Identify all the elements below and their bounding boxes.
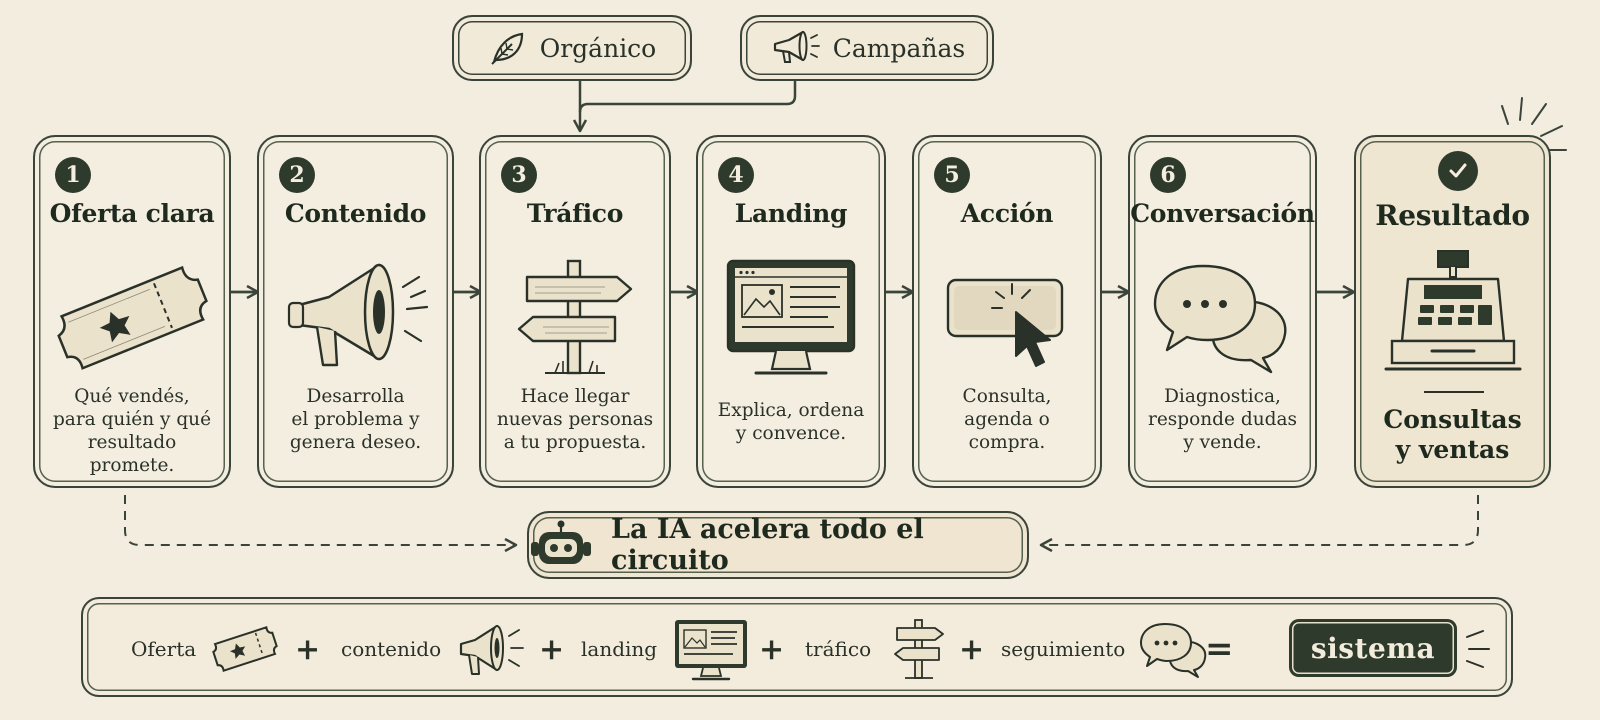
- step-title: Acción: [960, 199, 1054, 228]
- ai-banner: La IA acelera todo el circuito: [527, 511, 1029, 579]
- formula-item-label: seguimiento: [1001, 637, 1126, 661]
- result-card: Resultado Consultas y ventas: [1354, 135, 1551, 488]
- leaf-icon: [488, 28, 528, 68]
- step-title: Landing: [734, 199, 848, 228]
- step-number-badge: 6: [1150, 157, 1186, 193]
- formula-item-label: Oferta: [131, 637, 197, 661]
- formula-item-label: landing: [581, 637, 658, 661]
- monitor-icon: [671, 614, 751, 684]
- step-title: Contenido: [284, 199, 427, 228]
- signpost-icon: [505, 247, 645, 387]
- plus-sign: +: [759, 631, 785, 667]
- step-card-6: 6 Conversación Diagnostica, responde dud…: [1128, 135, 1317, 488]
- formula-item-seguimiento: seguimiento: [1001, 599, 1211, 699]
- step-card-1: 1 Oferta clara Qué vendés, para quién y …: [33, 135, 231, 488]
- sistema-label: sistema: [1310, 631, 1436, 665]
- step-description: Explica, ordena y convence.: [717, 400, 865, 444]
- step-description: Hace llegar nuevas personas a tu propues…: [496, 386, 654, 453]
- step-number-badge: 2: [279, 157, 315, 193]
- source-organico: Orgánico: [452, 15, 692, 81]
- source-organico-label: Orgánico: [539, 33, 657, 63]
- chat-bubbles-icon: [1137, 618, 1211, 680]
- step-number-badge: 3: [501, 157, 537, 193]
- source-campanas: Campañas: [740, 15, 994, 81]
- robot-icon: [529, 520, 593, 570]
- step-number-badge: 1: [55, 157, 91, 193]
- step-title: Conversación: [1130, 199, 1315, 228]
- formula-item-oferta: Oferta: [131, 599, 280, 699]
- ticket-icon: [47, 252, 217, 382]
- formula-item-label: contenido: [341, 637, 442, 661]
- step-description: Qué vendés, para quién y qué resultado p…: [52, 386, 212, 476]
- source-campanas-label: Campañas: [832, 33, 966, 63]
- sparkle-lines: [1466, 630, 1490, 668]
- step-title: Tráfico: [526, 199, 624, 228]
- plus-sign: +: [959, 631, 985, 667]
- cash-register-icon: [1378, 245, 1528, 385]
- step-card-5: 5 Acción Consulta, agenda o compra.: [912, 135, 1102, 488]
- formula-item-landing: landing: [581, 599, 751, 699]
- plus-sign: +: [295, 631, 321, 667]
- monitor-icon: [716, 247, 866, 387]
- step-card-3: 3 Tráfico Hace llegar nuevas personas a …: [479, 135, 671, 488]
- megaphone-icon: [769, 28, 821, 68]
- signpost-icon: [889, 614, 949, 684]
- chat-bubbles-icon: [1143, 252, 1303, 382]
- click-button-icon: [932, 252, 1082, 382]
- result-description: Consultas y ventas: [1383, 405, 1522, 464]
- step-description: Consulta, agenda o compra.: [962, 386, 1052, 453]
- megaphone-icon: [271, 247, 441, 387]
- megaphone-icon: [451, 616, 529, 682]
- step-title: Oferta clara: [49, 199, 215, 228]
- step-number-badge: 5: [934, 157, 970, 193]
- formula-bar: Oferta + contenido + lan: [81, 597, 1513, 697]
- formula-item-trafico: tráfico: [805, 599, 949, 699]
- result-divider: [1424, 391, 1484, 393]
- step-description: Diagnostica, responde dudas y vende.: [1148, 386, 1297, 453]
- ai-banner-label: La IA acelera todo el circuito: [611, 514, 924, 576]
- sistema-badge: sistema: [1289, 619, 1457, 677]
- checkmark-icon: [1438, 151, 1478, 191]
- ticket-icon: [210, 621, 280, 677]
- step-card-2: 2 Contenido Desarrolla el problema y gen…: [257, 135, 454, 488]
- formula-item-label: tráfico: [805, 637, 872, 661]
- step-number-badge: 4: [718, 157, 754, 193]
- equals-sign: =: [1205, 629, 1234, 669]
- step-card-4: 4 Landing Explica, ordena y convence.: [696, 135, 886, 488]
- result-title: Resultado: [1375, 199, 1530, 232]
- formula-item-contenido: contenido: [341, 599, 529, 699]
- step-description: Desarrolla el problema y genera deseo.: [289, 386, 422, 453]
- plus-sign: +: [539, 631, 565, 667]
